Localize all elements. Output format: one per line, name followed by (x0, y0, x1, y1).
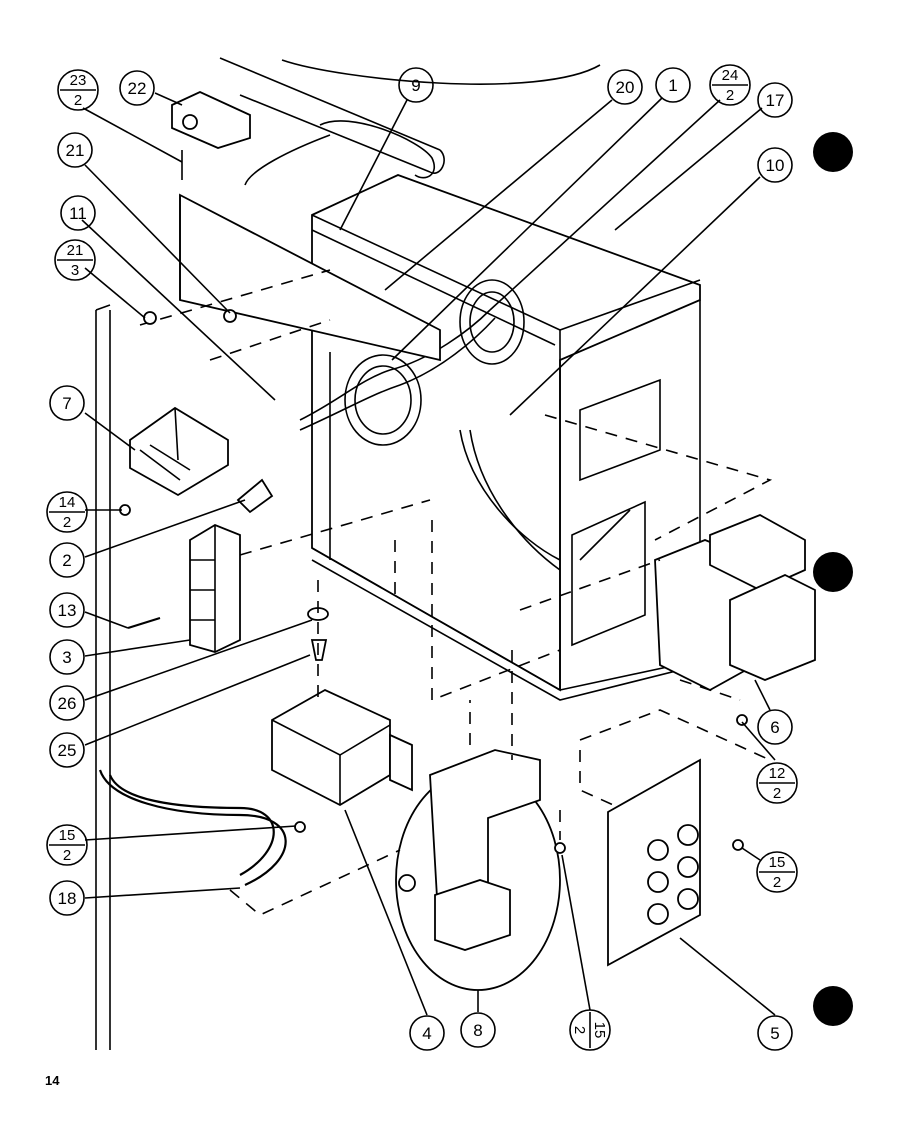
callout-2-label: 2 (62, 551, 71, 570)
callout-7-label: 7 (62, 394, 71, 413)
left-conduit (95, 304, 111, 1050)
fraction-callout-24-2: 24 2 (709, 64, 751, 106)
callout-26: 26 (49, 685, 85, 721)
callout-10-label: 10 (766, 156, 785, 175)
fraction-15-2-right-top: 15 (769, 854, 786, 871)
fraction-callout-15-2-right: 15 2 (756, 851, 798, 893)
callout-4: 4 (409, 1015, 445, 1051)
fraction-15-2-left-bottom: 2 (63, 847, 71, 864)
fraction-21-3-top: 21 (67, 242, 84, 259)
part-13-screw (127, 616, 161, 630)
fraction-21-3-bottom: 3 (71, 262, 79, 279)
callout-26-label: 26 (58, 694, 77, 713)
fraction-callout-14-2: 14 2 (46, 491, 88, 533)
callout-11: 11 (60, 195, 96, 231)
fraction-23-2-top: 23 (70, 72, 87, 89)
fraction-15-2-bottom-top: 15 (591, 1022, 608, 1039)
callout-18: 18 (49, 880, 85, 916)
fraction-15-2-left-top: 15 (59, 827, 76, 844)
fraction-15-2-bottom-bottom: 2 (571, 1026, 588, 1034)
callout-3-label: 3 (62, 648, 71, 667)
callout-3: 3 (49, 639, 85, 675)
fraction-15-2-right-bottom: 2 (773, 874, 781, 891)
part-25-screw (310, 639, 328, 661)
part-6-transformers (654, 514, 816, 692)
fraction-callout-12-2: 12 2 (756, 762, 798, 804)
callout-13-label: 13 (58, 601, 77, 620)
fastener-21-3 (143, 311, 157, 325)
callout-2: 2 (49, 542, 85, 578)
callout-4-label: 4 (422, 1024, 431, 1043)
fraction-24-2-top: 24 (722, 67, 739, 84)
callout-25-label: 25 (58, 741, 77, 760)
part-7-relay (129, 406, 229, 497)
fraction-callout-15-2-bottom: 15 2 (569, 1009, 611, 1051)
fraction-14-2-top: 14 (59, 494, 76, 511)
callout-5-label: 5 (770, 1024, 779, 1043)
callout-10: 10 (757, 147, 793, 183)
part-22-switch (171, 91, 331, 186)
fraction-12-2-top: 12 (769, 765, 786, 782)
page-number: 14 (45, 1073, 60, 1088)
callout-21-label: 21 (66, 141, 85, 160)
fastener-15-2b (554, 842, 566, 854)
callout-22: 22 (119, 70, 155, 106)
fraction-callout-15-2-left: 15 2 (46, 824, 88, 866)
top-duct (219, 57, 601, 179)
fastener-15-2a (294, 821, 306, 833)
binder-hole-middle (813, 552, 853, 592)
callout-11-label: 11 (69, 204, 87, 223)
fraction-callout-21-3: 21 3 (54, 239, 96, 281)
part-18-flex-conduit (98, 769, 287, 887)
leader-lines (81, 92, 776, 1016)
callout-8: 8 (460, 1012, 496, 1048)
fraction-14-2-bottom: 2 (63, 514, 71, 531)
callout-13: 13 (49, 592, 85, 628)
callout-9-label: 9 (411, 76, 420, 95)
main-housing (299, 174, 701, 701)
part-8-motor-assembly (395, 749, 561, 991)
part-3-terminal-strip (189, 523, 241, 653)
fraction-callout-23-2: 23 2 (57, 69, 99, 111)
callout-17-label: 17 (766, 91, 785, 110)
fraction-24-2-bottom: 2 (726, 87, 734, 104)
assembly-guide-lines (139, 269, 773, 916)
callout-5: 5 (757, 1015, 793, 1051)
callout-21: 21 (57, 132, 93, 168)
fraction-23-2-bottom: 2 (74, 92, 82, 109)
cover-plate (179, 193, 441, 362)
callout-6-label: 6 (770, 718, 779, 737)
part-4-contactor (271, 688, 413, 807)
fastener-12-2 (736, 714, 748, 726)
binder-hole-bottom (813, 986, 853, 1026)
callout-7: 7 (49, 385, 85, 421)
callout-9: 9 (398, 67, 434, 103)
callout-1: 1 (655, 67, 691, 103)
callout-18-label: 18 (58, 889, 77, 908)
part-2-wire-nut (236, 478, 274, 514)
fastener-21 (223, 309, 237, 323)
fastener-15-2c (732, 839, 744, 851)
binder-hole-top (813, 132, 853, 172)
callout-25: 25 (49, 732, 85, 768)
callout-6: 6 (757, 709, 793, 745)
callout-8-label: 8 (473, 1021, 482, 1040)
callout-22-label: 22 (128, 79, 147, 98)
callout-20: 20 (607, 69, 643, 105)
callout-20-label: 20 (616, 78, 635, 97)
callout-1-label: 1 (668, 76, 677, 95)
callout-17: 17 (757, 82, 793, 118)
part-5-switch-panel (607, 758, 701, 967)
fraction-12-2-bottom: 2 (773, 785, 781, 802)
